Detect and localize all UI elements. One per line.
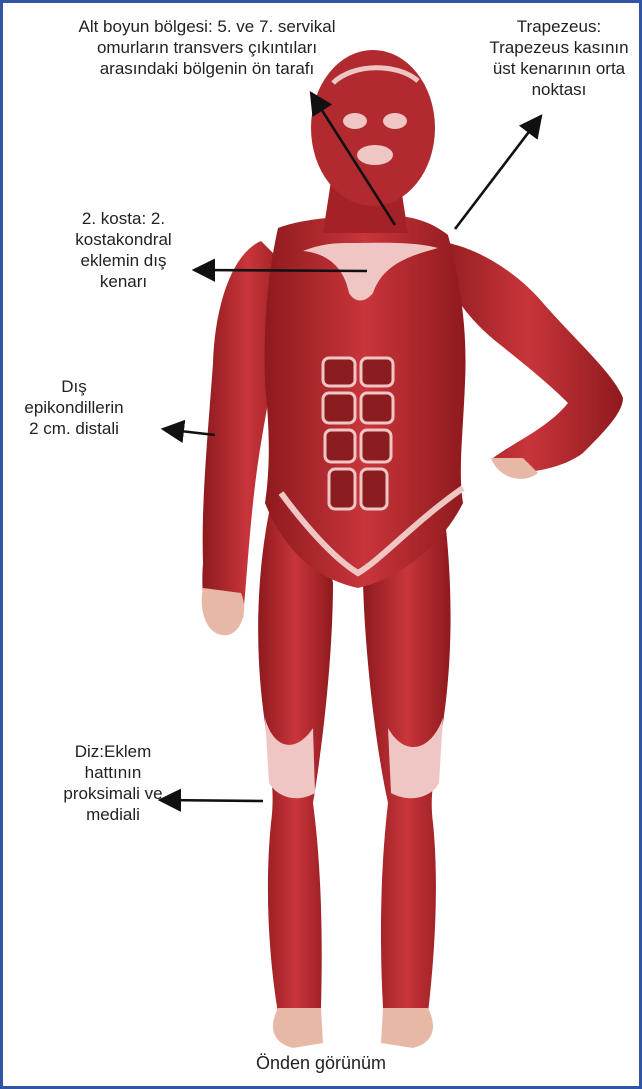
label-elbow: Dış epikondillerin 2 cm. distali [3, 376, 145, 439]
label-rib-line: kostakondral [61, 229, 186, 250]
right-leg [363, 503, 451, 1048]
left-leg [258, 503, 333, 1048]
figure-caption: Önden görünüm [3, 1053, 639, 1074]
label-elbow-line: epikondillerin [3, 397, 145, 418]
label-knee-line: Diz:Eklem [47, 741, 179, 762]
label-knee-line: hattının [47, 762, 179, 783]
label-rib: 2. kosta: 2. kostakondral eklemin dış ke… [61, 208, 186, 292]
muscle-anatomy-figure [3, 3, 639, 1086]
label-trapezius-line: noktası [469, 79, 642, 100]
label-neck: Alt boyun bölgesi: 5. ve 7. servikal omu… [57, 16, 357, 79]
label-elbow-line: Dış [3, 376, 145, 397]
label-trapezius: Trapezeus: Trapezeus kasının üst kenarın… [469, 16, 642, 100]
label-elbow-line: 2 cm. distali [3, 418, 145, 439]
arrow-elbow [163, 429, 215, 435]
label-rib-line: kenarı [61, 271, 186, 292]
label-neck-line: Alt boyun bölgesi: 5. ve 7. servikal [57, 16, 357, 37]
label-knee-line: proksimali ve [47, 783, 179, 804]
label-rib-line: eklemin dış [61, 250, 186, 271]
label-trapezius-line: Trapezeus: [469, 16, 642, 37]
label-knee: Diz:Eklem hattının proksimali ve mediali [47, 741, 179, 825]
label-trapezius-line: üst kenarının orta [469, 58, 642, 79]
arrow-trapezius [455, 116, 541, 229]
label-rib-line: 2. kosta: 2. [61, 208, 186, 229]
arrow-rib [194, 270, 367, 271]
label-neck-line: omurların transvers çıkıntıları [57, 37, 357, 58]
label-trapezius-line: Trapezeus kasının [469, 37, 642, 58]
label-neck-line: arasındaki bölgenin ön tarafı [57, 58, 357, 79]
label-knee-line: mediali [47, 804, 179, 825]
